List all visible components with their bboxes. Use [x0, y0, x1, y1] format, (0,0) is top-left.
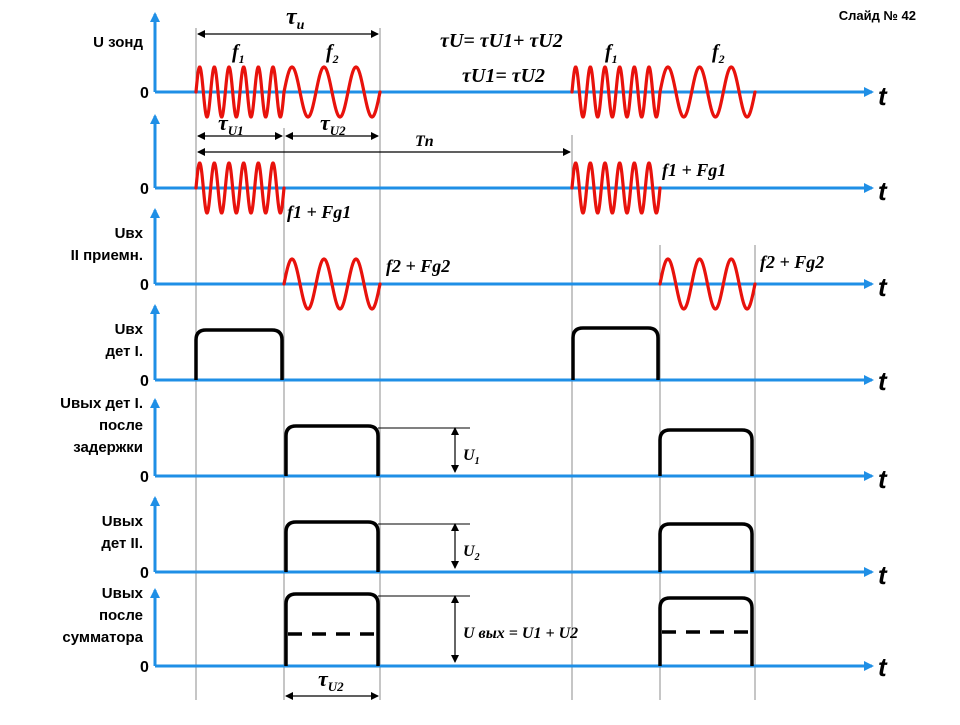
- zero-label: 0: [140, 373, 149, 390]
- row-label-uvyh-sum: сумматора: [62, 629, 143, 646]
- pulses: [194, 326, 754, 666]
- row-label-uvyh-det-ii: дет II.: [101, 535, 143, 552]
- row-label-uvx-det: дет I.: [105, 343, 143, 360]
- sum-output-pulse-right: [658, 596, 754, 666]
- probe-burst-f1-right: [570, 65, 662, 119]
- detector-input-pulse-right: [571, 326, 660, 380]
- equation-2: τU1= τU2: [462, 65, 545, 87]
- waveforms: [194, 65, 757, 311]
- row-label-uvyh-det-delay: Uвых дет I.: [60, 395, 143, 412]
- f1-fg1-label-right: f1 + Fg1: [662, 160, 726, 180]
- detector-input-pulse-left: [194, 328, 284, 380]
- row-label-uvyh-det-delay: после: [99, 417, 143, 434]
- row-label-uvyh-det-delay: задержки: [73, 439, 143, 456]
- slide-number: Слайд № 42: [838, 8, 916, 23]
- tn-label: Tn: [415, 133, 434, 150]
- annotations: τи f1 f2 f1 f2 τU= τU1+ τU2 τU1= τU2 τU1…: [218, 4, 824, 694]
- t-axis-label: t: [878, 81, 888, 111]
- u-sum-label: U вых = U1 + U2: [463, 625, 578, 642]
- tau-u2-label: τU2: [320, 110, 346, 138]
- f1-fg1-label-left: f1 + Fg1: [287, 202, 351, 222]
- f2-fg2-label-right: f2 + Fg2: [760, 252, 824, 272]
- tau-u1-label: τU1: [218, 110, 244, 138]
- t-axis-label: t: [878, 652, 888, 682]
- burst-f2-fg2-left: [282, 257, 382, 311]
- delayed-output-pulse-right: [658, 428, 754, 476]
- zero-label: 0: [140, 469, 149, 486]
- t-axis-label: t: [878, 366, 888, 396]
- zero-label: 0: [140, 565, 149, 582]
- delayed-output-pulse-left: [284, 424, 380, 476]
- row-label-uvyh-det-ii: Uвых: [102, 513, 144, 530]
- row-label-uvx-ii: II приемн.: [71, 247, 143, 264]
- row-label-u-zond: U зонд: [93, 34, 143, 51]
- det-ii-output-pulse-left: [284, 520, 380, 572]
- f2-fg2-label-left: f2 + Fg2: [386, 256, 450, 276]
- probe-burst-f2-left: [282, 65, 382, 119]
- f2-label-right: f2: [712, 41, 725, 66]
- probe-burst-f1-left: [194, 65, 286, 119]
- row-label-uvyh-sum: Uвых: [102, 585, 144, 602]
- zero-label: 0: [140, 181, 149, 198]
- f1-label-right: f1: [605, 41, 618, 66]
- t-axis-label: t: [878, 560, 888, 590]
- det-ii-output-pulse-right: [658, 522, 754, 572]
- f2-label-left: f2: [326, 41, 339, 66]
- tau-u2-bottom-label: τU2: [318, 666, 344, 694]
- burst-f1-fg1-right: [570, 161, 662, 215]
- zero-label: 0: [140, 277, 149, 294]
- zero-label: 0: [140, 659, 149, 676]
- burst-f1-fg1-left: [194, 161, 286, 215]
- dimension-arrows: [197, 30, 571, 700]
- u2-label: U2: [463, 543, 480, 563]
- zero-label: 0: [140, 85, 149, 102]
- t-axis-label: t: [878, 272, 888, 302]
- equation-1: τU= τU1+ τU2: [440, 30, 563, 52]
- tau-i-label: τи: [286, 4, 305, 33]
- row-label-uvx-det: Uвх: [115, 321, 144, 338]
- probe-burst-f2-right: [658, 65, 757, 119]
- row-label-uvx-ii: Uвх: [115, 225, 144, 242]
- sum-output-pulse-left: [284, 592, 380, 666]
- t-axis-label: t: [878, 464, 888, 494]
- u1-label: U1: [463, 447, 480, 467]
- f1-label-left: f1: [232, 41, 245, 66]
- burst-f2-fg2-right: [658, 257, 757, 311]
- t-axis-label: t: [878, 176, 888, 206]
- axes-group: t 0 t 0 t 0 t 0 t 0 t 0 t 0: [140, 12, 888, 682]
- row-label-uvyh-sum: после: [99, 607, 143, 624]
